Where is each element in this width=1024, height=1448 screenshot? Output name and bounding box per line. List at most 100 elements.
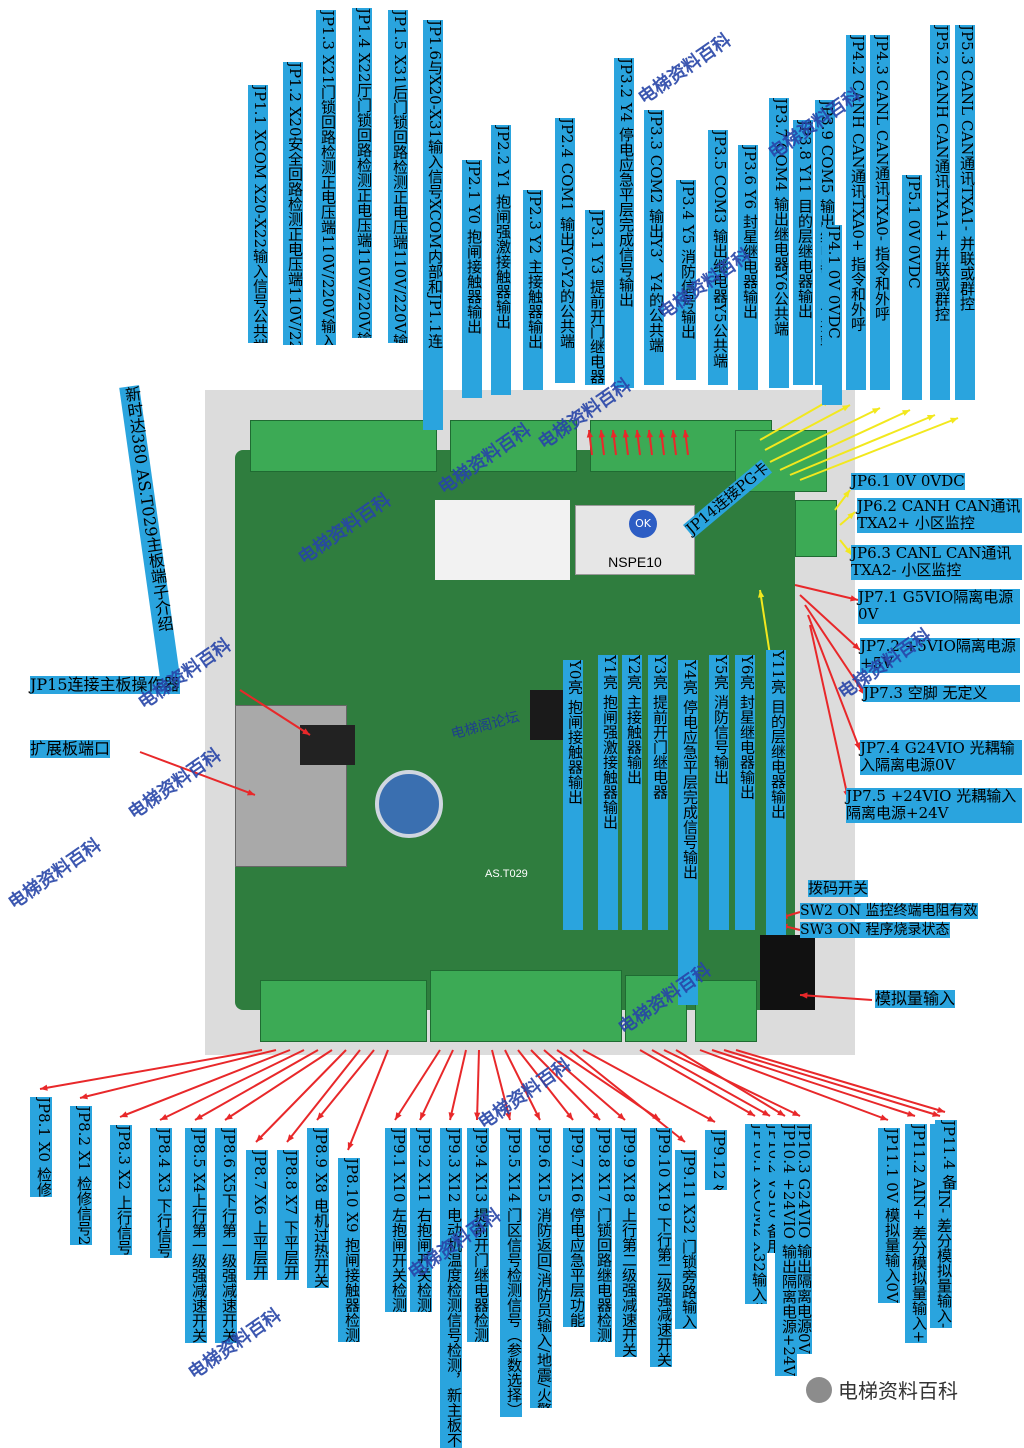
jp9-terminal: [430, 970, 622, 1042]
jp7-arrow-2: [799, 594, 861, 651]
bottom-arrow-16: [504, 1049, 541, 1121]
expansion-port-label: 扩展板端口: [30, 739, 111, 759]
jp3-arrow-7-head: [658, 430, 665, 438]
sw2-label: SW2 ON 监控终端电阻有效: [800, 903, 978, 920]
jp1-6-label: JP1.6与X20-X31输入信号XCOM内部和JP1.1连: [423, 20, 443, 430]
bottom-arrow-22-head: [707, 1115, 715, 1122]
jp45-arrow-1: [759, 399, 831, 441]
jp4-1-label: JP4.1 0V 0VDC: [822, 225, 842, 405]
jp3-1-label: JP3.1 Y3 提前开门继电器: [585, 210, 605, 385]
y11-led-label: Y11亮 目的层继电器输出: [766, 650, 786, 935]
jp5-2-label: JP5.2 CANH CAN通讯TXA1+ 并联或群控: [930, 25, 950, 400]
bottom-arrow-5-head: [195, 1113, 203, 1120]
board-model: AS.T029: [485, 868, 528, 880]
jp3-2-label: JP3.2 Y4 停电应急平层完成信号输出: [614, 58, 634, 388]
jp7-4-label: JP7.4 G24VIO 光耦输入隔离电源0V: [860, 739, 1022, 775]
jp3-5-label: JP3.5 COM3 输出继电器Y5公共端: [708, 130, 728, 385]
jp9-4-label: JP9.4 X13 提前开门继电器检测: [467, 1128, 489, 1343]
bottom-arrow-24-head: [762, 1109, 770, 1116]
jp6-2-label: JP6.2 CANH CAN通讯TXA2+ 小区监控: [857, 497, 1022, 533]
jp14-arrow-head: [758, 590, 765, 598]
jp4-2-label: JP4.2 CANH CAN通讯TXA0+ 指令和外呼: [846, 35, 866, 390]
y1-led-label: Y1亮 抱闸强激接触器输出: [598, 655, 618, 930]
bottom-arrow-11-head: [395, 1112, 402, 1120]
bottom-arrow-12-head: [420, 1112, 426, 1120]
jp45-arrow-4: [779, 409, 911, 471]
jp9-2-label: JP9.2 X11 右抱闸开关检测: [410, 1128, 432, 1313]
jp15-connector: [300, 725, 355, 765]
bottom-arrow-5: [194, 1049, 319, 1121]
wechat-icon: [806, 1376, 832, 1403]
dip-switch-title: 拨码开关: [808, 879, 869, 898]
jp11-terminal: [695, 980, 757, 1042]
bottom-arrow-14-head: [474, 1112, 481, 1120]
jp1-1-label: JP1.1 XCOM X20-X22输入信号公共端0V: [248, 85, 268, 343]
jp7-arrow-1: [794, 584, 859, 601]
bottom-arrow-25-head: [792, 1109, 800, 1116]
bottom-arrow-12: [419, 1049, 454, 1121]
bottom-arrow-19: [543, 1049, 626, 1121]
bottom-arrow-10-head: [347, 1142, 354, 1150]
bottom-arrow-28-head: [907, 1110, 915, 1117]
jp3-4-label: JP3.4 Y5 消防信号输出: [676, 180, 696, 380]
jp4-3-label: JP4.3 CANL CAN通讯TXA0- 指令和外呼: [870, 35, 890, 390]
bottom-arrow-6-head: [225, 1113, 233, 1120]
jp6-1-label: JP6.1 0V 0VDC: [851, 472, 965, 491]
label-sticker: [435, 500, 570, 580]
bottom-arrow-24: [651, 1049, 771, 1117]
jp8-2-label: JP8.2 X1 检修信号2: [70, 1106, 92, 1246]
jp1-3-label: JP1.3 X21门锁回路检测正电压端110V/220V输入: [316, 10, 336, 345]
jp9-6-label: JP9.6 X15 消防返回/消防员输入/地震/火警信号（参数选择）: [530, 1128, 552, 1408]
jp45-arrow-5: [789, 414, 936, 476]
expansion-arrow: [139, 751, 256, 796]
bottom-arrow-9-head: [317, 1112, 325, 1120]
jp2-1-label: JP2.1 Y0 抱闸接触器输出: [462, 160, 482, 398]
jp1-4-label: JP1.4 X22厅门锁回路检测正电压端110V/220V输入: [352, 8, 372, 338]
bottom-arrow-17: [517, 1049, 574, 1121]
jp7-arrow-4-head: [854, 742, 861, 750]
y5-led-label: Y5亮 消防信号输出: [709, 655, 729, 930]
jp3-arrow-1-head: [586, 430, 593, 438]
ok-mark: OK: [629, 510, 657, 538]
jp9-8-label: JP9.8 X17 门锁回路继电器检测: [590, 1128, 612, 1343]
bottom-arrow-8-head: [287, 1134, 295, 1142]
jp45-arrow-3: [769, 407, 881, 463]
jp9-11-label: JP9.11 X32 门锁旁路输入: [675, 1150, 697, 1329]
bottom-arrow-8: [286, 1049, 361, 1143]
jp8-4-label: JP8.4 X3 下行信号: [150, 1128, 172, 1258]
jp11-1-label: JP11.1 0V 模拟量输入0V: [878, 1128, 900, 1303]
jp6-arrow-1-head: [843, 490, 850, 498]
jp7-arrow-1-head: [850, 595, 858, 602]
jp10-terminal: [625, 975, 687, 1042]
jp11-4-label: JP11.4 备用: [935, 1120, 957, 1190]
jp8-3-label: JP8.3 X2 上行信号: [110, 1125, 132, 1255]
bottom-arrow-21-head: [677, 1134, 685, 1142]
jp15-label: JP15连接主板操作器: [30, 675, 180, 695]
bottom-arrow-22: [582, 1049, 716, 1123]
jp1-2-label: JP1.2 X20安全回路检测正电压端110V/220V输入: [283, 62, 303, 345]
jp11-2-label: JP11.2 AIN+ 差分模拟量输入+: [905, 1124, 927, 1344]
jp15-arrow: [239, 689, 311, 736]
jp6-arrow-2-head: [847, 512, 855, 520]
jp7-arrow-5: [809, 624, 849, 799]
analog-input-label: 模拟量输入: [875, 989, 956, 1009]
y4-led-label: Y4亮 停电应急平层完成信号输出: [678, 660, 698, 1005]
jp15-arrow-head: [302, 728, 310, 735]
capacitor: [375, 770, 443, 838]
jp45-arrow-2: [764, 404, 851, 451]
bottom-arrow-9: [316, 1049, 375, 1121]
y2-led-label: Y2亮 主接触器输出: [622, 655, 642, 930]
jp3-arrow-4-head: [622, 430, 629, 438]
jp7-arrow-3: [804, 604, 866, 696]
jp45-arrow-4-head: [902, 410, 910, 416]
jp3-arrow-6-head: [646, 430, 653, 438]
bottom-arrow-21: [569, 1049, 686, 1143]
bottom-arrow-30-head: [937, 1106, 945, 1113]
y6-led-label: Y6亮 封星继电器输出: [735, 655, 755, 930]
bottom-arrow-26-head: [777, 1109, 785, 1116]
jp9-12-label: JP9.12 备用: [705, 1130, 727, 1190]
jp45-arrow-2-head: [842, 405, 850, 412]
jp8-1-label: JP8.1 X0 检修信号1: [30, 1097, 52, 1197]
jp7-2-label: JP7.2 +5VIO隔离电源+5V: [860, 637, 1020, 673]
jp45-arrow-6: [799, 417, 959, 481]
